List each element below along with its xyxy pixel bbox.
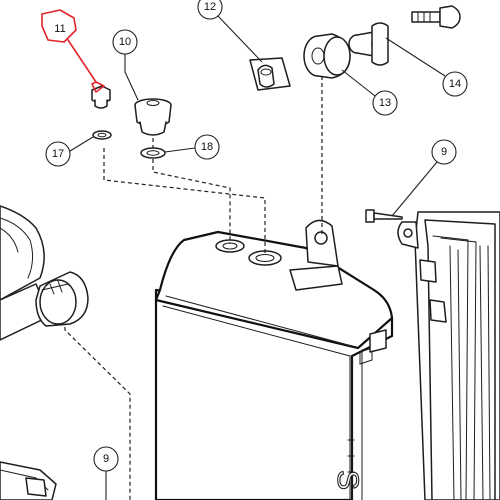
- callout-11-outline: [41, 9, 77, 43]
- bottom-bracket: 9: [0, 446, 119, 500]
- callout-14-circle: [442, 71, 468, 97]
- radiator: [397, 211, 500, 500]
- callout-9-bottom: 9: [103, 453, 109, 465]
- part-12-nut-plate: 12: [197, 0, 291, 91]
- tank: S: [154, 219, 394, 500]
- callout-9-top: 9: [441, 146, 447, 158]
- part-13-isolator: 13: [303, 33, 398, 116]
- part-18-washer: 18: [140, 134, 220, 160]
- callout-10: 10: [119, 36, 131, 48]
- part-14-spacer: 14: [348, 22, 468, 97]
- callout-11-leader: [67, 39, 105, 93]
- callout-11: 11: [54, 23, 65, 35]
- callout-9-top-circle: [431, 139, 457, 165]
- tank-decal: S: [331, 470, 364, 490]
- callout-17-circle: [45, 141, 71, 167]
- callout-14: 14: [449, 78, 461, 90]
- callout-13-circle: [372, 90, 398, 116]
- callout-18-circle: [194, 134, 220, 160]
- top-right-bolt: [411, 5, 461, 29]
- bolt-9-top: 9: [365, 139, 457, 223]
- part-11-bolt: 11: [41, 9, 111, 109]
- callout-12-circle: [197, 0, 223, 20]
- part-10-grommet: 10: [112, 29, 172, 136]
- callout-18: 18: [201, 141, 213, 153]
- hose-fitting: [0, 205, 89, 341]
- callout-12: 12: [204, 1, 216, 13]
- callout-17: 17: [52, 148, 64, 160]
- callout-13: 13: [379, 97, 391, 109]
- part-17-washer: 17: [45, 130, 112, 167]
